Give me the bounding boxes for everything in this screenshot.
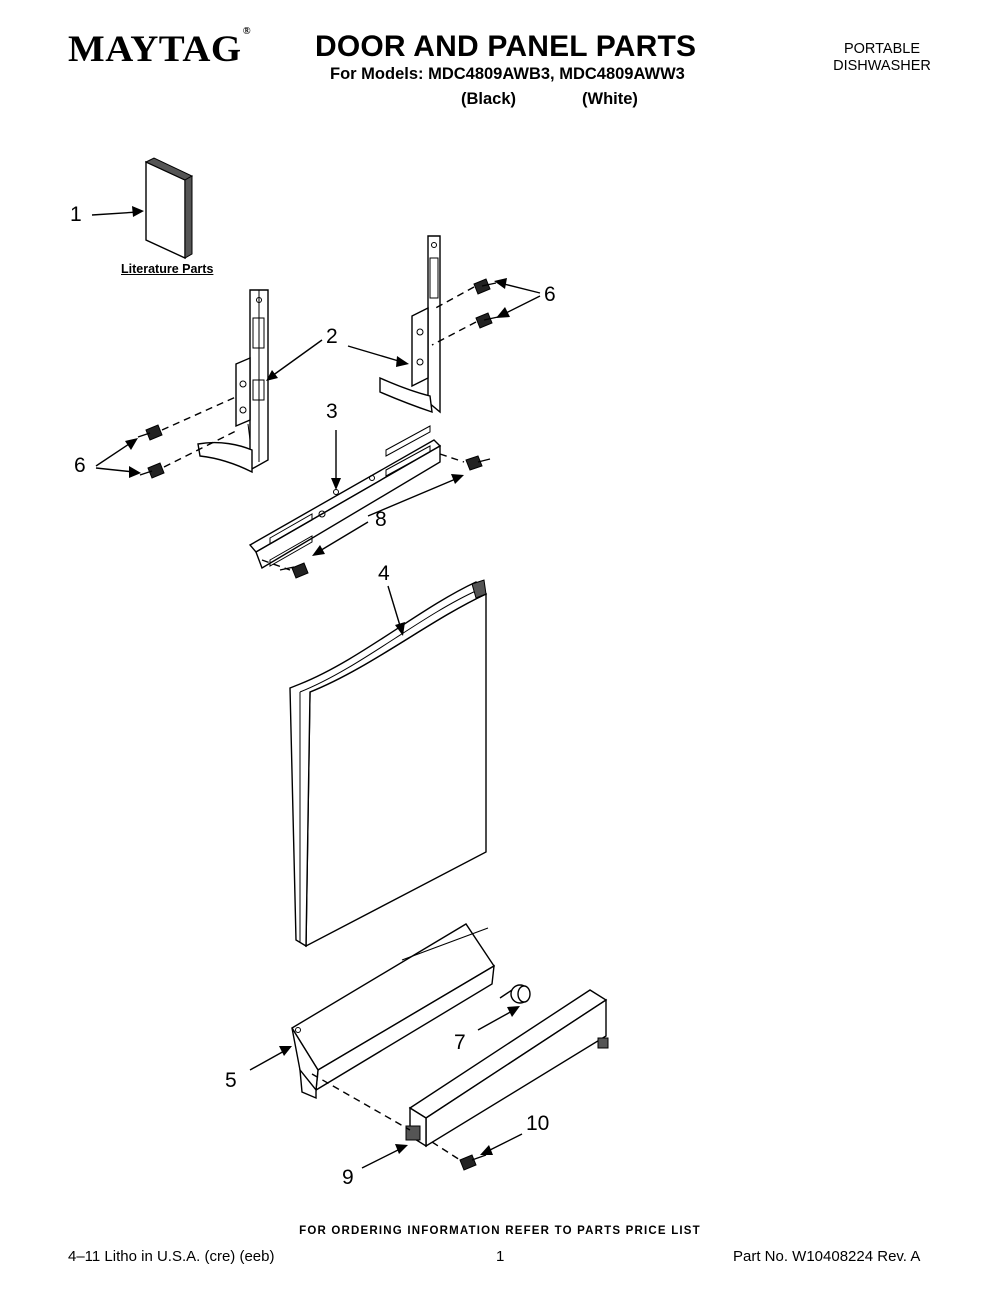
hinge-screws-right-drawing <box>473 278 499 329</box>
leader-10 <box>480 1133 523 1155</box>
screw-path-2 <box>431 321 477 346</box>
screw-path-5 <box>439 453 465 463</box>
toe-panel-fastener-drawing <box>499 984 531 1004</box>
callout-6-top: 6 <box>544 283 556 306</box>
callout-2: 2 <box>326 325 338 348</box>
color-label-white: (White) <box>582 90 638 108</box>
callout-3: 3 <box>326 400 338 423</box>
callout-6-left: 6 <box>74 454 86 477</box>
callout-7: 7 <box>454 1031 466 1054</box>
callout-5: 5 <box>225 1069 237 1092</box>
leader-9 <box>361 1144 408 1169</box>
leader-1 <box>91 206 144 217</box>
callout-4: 4 <box>378 562 390 585</box>
page-number: 1 <box>496 1248 505 1265</box>
kick-plate-path <box>311 1073 411 1131</box>
screw-path-4 <box>163 429 239 468</box>
hinge-screws-left-drawing <box>137 424 165 479</box>
leader-6-top <box>494 278 541 318</box>
literature-booklet-drawing <box>144 157 194 260</box>
leader-8 <box>312 474 464 556</box>
screw-path-3 <box>161 395 239 431</box>
callout-1: 1 <box>70 203 82 226</box>
leader-2 <box>266 339 409 381</box>
door-panel-drawing <box>289 579 488 948</box>
screw-path-7 <box>431 1141 461 1161</box>
color-label-black: (Black) <box>461 90 517 108</box>
leader-5 <box>249 1046 292 1071</box>
ordering-note: FOR ORDERING INFORMATION REFER TO PARTS … <box>299 1225 701 1237</box>
leader-3 <box>331 430 341 490</box>
brand-logo: MAYTAG® <box>68 25 252 70</box>
support-bar-screws-drawing <box>279 455 491 579</box>
litho-info: 4–11 Litho in U.S.A. (cre) (eeb) <box>68 1248 275 1265</box>
page-title: DOOR AND PANEL PARTS <box>315 30 697 63</box>
leader-4 <box>387 585 405 636</box>
leader-6-left <box>95 438 141 478</box>
leader-7 <box>477 1006 520 1031</box>
part-number: Part No. W10408224 Rev. A <box>733 1248 921 1265</box>
callout-8: 8 <box>375 508 387 531</box>
kick-plate-screw-drawing <box>459 1154 487 1171</box>
model-numbers: For Models: MDC4809AWB3, MDC4809AWW3 <box>330 65 685 83</box>
screw-path-1 <box>431 286 475 311</box>
product-type: PORTABLE DISHWASHER <box>812 41 952 75</box>
kick-plate-drawing <box>405 989 609 1148</box>
callout-10: 10 <box>526 1112 550 1135</box>
literature-parts-label: Literature Parts <box>121 262 214 276</box>
toe-panel-drawing <box>291 923 495 1100</box>
screw-path-6 <box>261 559 291 571</box>
support-bar-drawing <box>248 425 442 570</box>
door-hinge-right-drawing <box>379 235 441 414</box>
product-type-line2: DISHWASHER <box>833 58 931 74</box>
product-type-line1: PORTABLE <box>843 41 921 57</box>
callout-9: 9 <box>342 1166 354 1189</box>
door-hinge-left-drawing <box>197 289 269 474</box>
